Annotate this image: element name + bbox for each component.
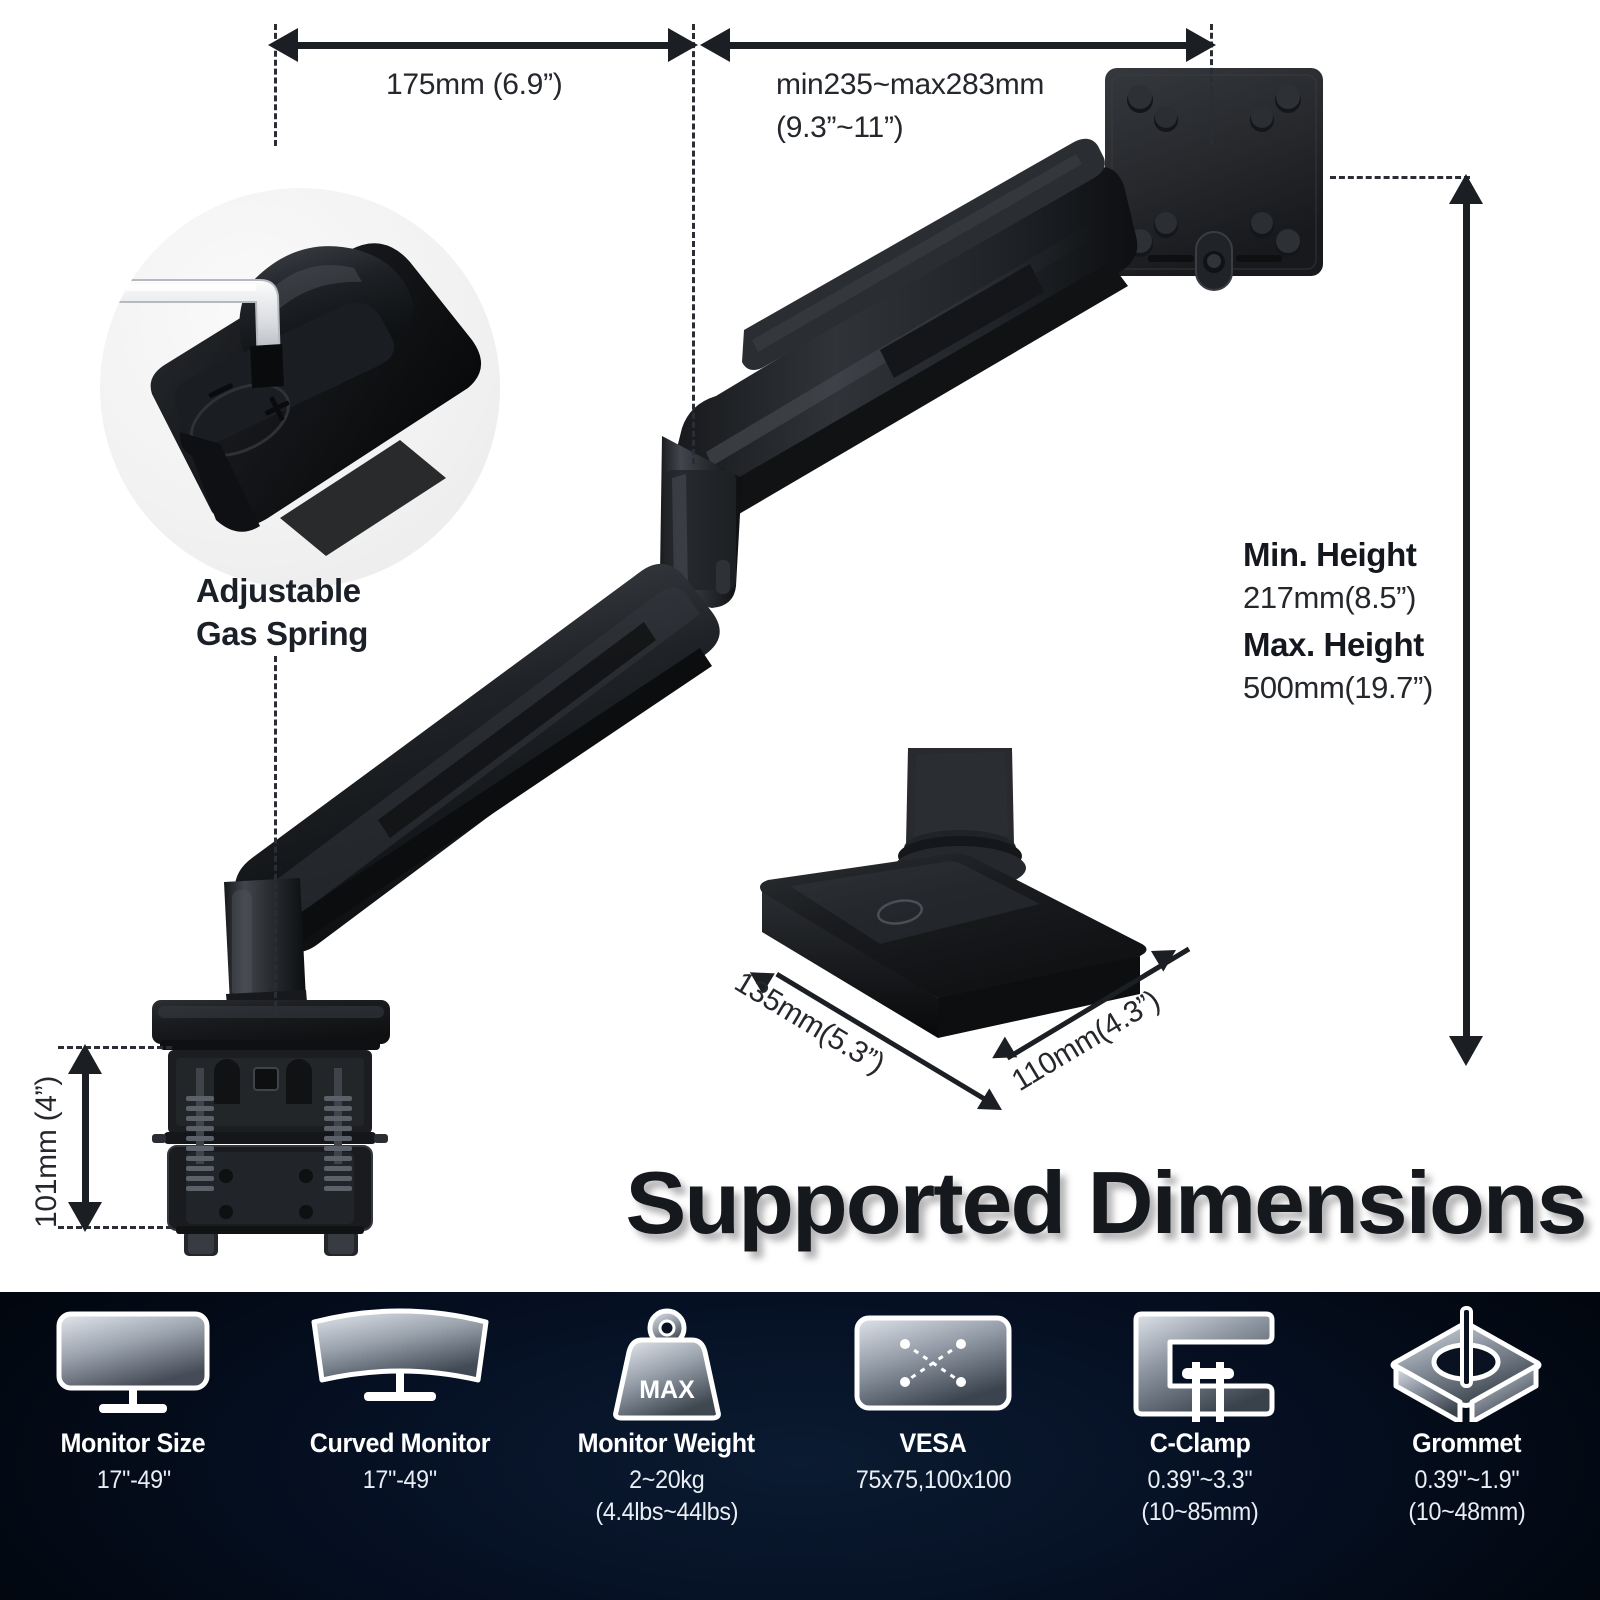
min-height-value: 217mm(8.5”) (1243, 579, 1417, 615)
mid-joint (660, 436, 742, 608)
feature-grommet: Grommet 0.39"~1.9" (10~48mm) (1333, 1292, 1600, 1528)
dim-arrow-depth-left (268, 28, 298, 62)
feature-name: Monitor Size (60, 1428, 206, 1458)
feature-value: 0.39"~1.9" (10~48mm) (1408, 1466, 1526, 1526)
lower-arm (234, 563, 720, 959)
c-clamp-icon (1120, 1306, 1280, 1422)
feature-vesa: VESA 75x75,100x100 (800, 1292, 1067, 1496)
feature-name: Curved Monitor (309, 1428, 491, 1458)
c-clamp-assembly (152, 1000, 390, 1256)
gas-spring-detail-circle (100, 188, 500, 588)
feature-value: 75x75,100x100 (855, 1466, 1012, 1494)
height-spec-block: Min. Height 217mm(8.5”) Max. Height 500m… (1243, 533, 1503, 713)
leader-line-middle (692, 24, 695, 464)
feature-name: C-Clamp (1149, 1428, 1251, 1458)
dim-line-extension (718, 42, 1206, 49)
grommet-icon (1382, 1306, 1552, 1422)
weight-icon-text: MAX (639, 1376, 695, 1404)
dim-arrow-extension-left (700, 28, 730, 62)
feature-name: Monitor Weight (578, 1428, 756, 1458)
dim-label-depth: 175mm (6.9”) (386, 68, 563, 101)
dim-arrow-extension-right (1186, 28, 1216, 62)
vesa-plate (1105, 68, 1323, 291)
feature-value: 0.39"~3.3" (10~85mm) (1141, 1466, 1259, 1526)
curved-monitor-icon (300, 1306, 500, 1422)
feature-monitor-size: Monitor Size 17"-49" (0, 1292, 267, 1496)
dim-arrow-height-up (1449, 174, 1483, 204)
leader-line-left-bottom (274, 656, 277, 1016)
leader-line-right (1210, 24, 1213, 144)
max-height-label: Max. Height (1243, 626, 1424, 664)
grommet-base (760, 748, 1147, 1038)
feature-list: Monitor Size 17"-49" (0, 1292, 1600, 1600)
monitor-arm-drawing (152, 68, 1323, 1256)
product-illustration (100, 68, 1323, 1256)
monitor-icon (45, 1306, 221, 1422)
weight-icon: MAX (602, 1306, 732, 1422)
feature-name: Grommet (1412, 1428, 1522, 1458)
gas-spring-closeup (100, 243, 482, 556)
page-title: Supported Dimensions (625, 1153, 1587, 1252)
dim-arrow-clamp-down (68, 1202, 102, 1232)
feature-c-clamp: C-Clamp 0.39"~3.3" (10~85mm) (1067, 1292, 1334, 1528)
max-height-value: 500mm(19.7”) (1243, 669, 1433, 705)
dim-line-height (1463, 200, 1470, 1042)
feature-value: 17"-49" (362, 1466, 438, 1494)
dim-line-depth (292, 42, 682, 49)
vesa-icon (843, 1306, 1023, 1422)
leader-line-clamp-top (58, 1046, 172, 1049)
leader-line-clamp-bottom (58, 1226, 172, 1229)
feature-value: 17"-49" (96, 1466, 171, 1494)
leader-line-left-top (274, 24, 277, 146)
feature-name: VESA (899, 1428, 967, 1458)
supported-dimensions-banner: Monitor Size 17"-49" (0, 1292, 1600, 1600)
min-height-label: Min. Height (1243, 536, 1417, 573)
dim-line-clamp (82, 1068, 89, 1210)
feature-value: 2~20kg (4.4lbs~44lbs) (595, 1466, 739, 1526)
feature-curved-monitor: Curved Monitor 17"-49" (267, 1292, 534, 1496)
dim-arrow-depth-right (668, 28, 698, 62)
upper-arm (672, 138, 1138, 527)
riser-column (224, 878, 308, 1018)
dim-label-extension: min235~max283mm (9.3”~11”) (776, 68, 1045, 144)
dim-arrow-clamp-up (68, 1044, 102, 1074)
gas-spring-callout-label: Adjustable Gas Spring (196, 572, 369, 652)
leader-line-height-top (1330, 176, 1470, 179)
feature-monitor-weight: MAX Monitor Weight 2~20kg (4.4lbs~44lbs) (533, 1292, 800, 1528)
dim-arrow-height-down (1449, 1036, 1483, 1066)
